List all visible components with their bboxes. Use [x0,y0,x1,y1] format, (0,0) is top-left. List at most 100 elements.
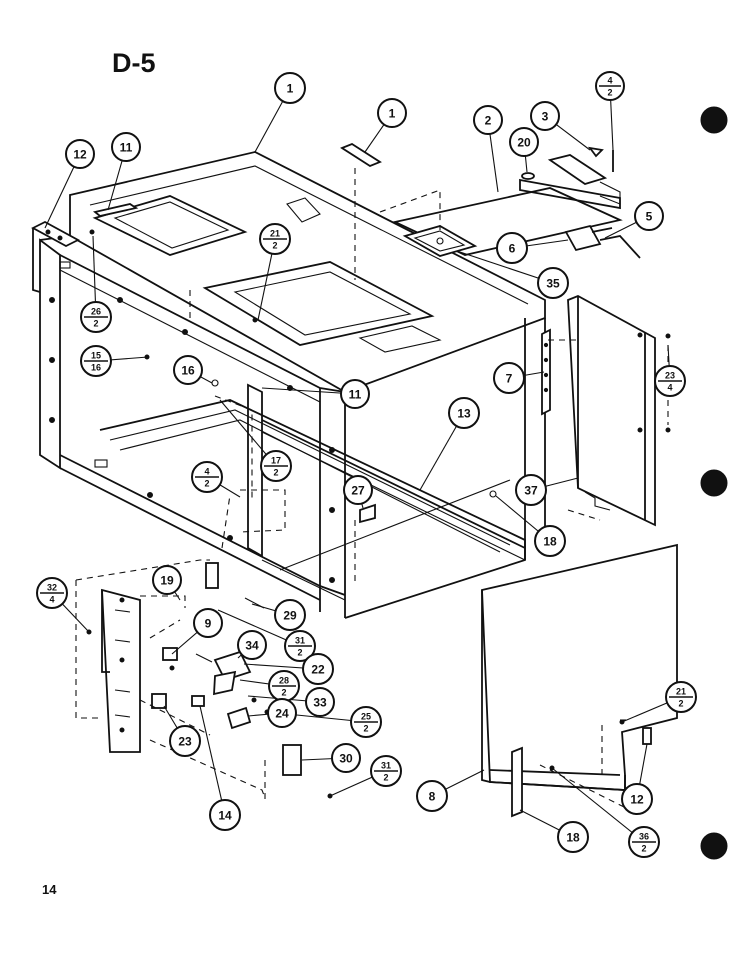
callout-circle [152,565,182,595]
callout-numerator: 31 [381,761,391,771]
leader-line [199,705,226,816]
callout-circle [537,267,569,299]
callout-label: 22 [311,663,325,677]
callout-c21-2b: 212 [665,681,697,713]
callout-denominator: 2 [93,319,98,329]
callout-c9: 9 [193,608,223,638]
assembly-lines [75,168,669,811]
callout-circle [515,474,547,506]
callout-c23: 23 [169,725,201,757]
binder-hole-bottom [700,832,728,860]
callout-numerator: 21 [676,687,686,697]
callout-c1b: 1 [377,98,407,128]
callout-c26-2: 262 [80,301,112,333]
callout-circle [509,127,539,157]
callout-circle [267,698,297,728]
callout-c4-2top: 42 [595,71,625,101]
callout-circle [305,687,335,717]
callout-denominator: 4 [667,383,672,393]
callout-denominator: 2 [607,88,612,98]
control-bracket [101,588,141,753]
callout-circle [534,525,566,557]
small-components [151,562,302,776]
callout-label: 14 [218,809,232,823]
callout-circle [340,379,370,409]
callout-c18a: 18 [534,525,566,557]
callout-circle [331,743,361,773]
callout-label: 20 [517,136,531,150]
callout-numerator: 21 [270,229,280,239]
callout-denominator: 2 [272,241,277,251]
callout-c18b: 18 [557,821,589,853]
callout-denominator: 2 [204,479,209,489]
callout-label: 33 [313,696,327,710]
callout-denominator: 2 [281,688,286,698]
callout-label: 37 [524,484,538,498]
leader-line [459,251,554,284]
callout-label: 11 [349,388,362,402]
callout-label: 5 [646,210,653,224]
callout-c36-2: 362 [628,826,660,858]
bracket-lower [511,746,523,818]
callout-c16: 16 [173,355,203,385]
callout-c1: 1 [274,72,306,104]
callout-label: 18 [566,831,580,845]
callout-circle [274,599,306,631]
callout-denominator: 4 [49,595,54,605]
callout-circle [473,105,503,135]
callout-label: 12 [73,148,87,162]
callout-circle [416,780,448,812]
callout-c11b: 11 [340,379,370,409]
callout-numerator: 4 [204,467,209,477]
callout-c4-2mid: 42 [191,461,223,493]
callout-denominator: 2 [678,699,683,709]
callout-c8: 8 [416,780,448,812]
callout-circle [493,362,525,394]
callout-label: 34 [245,639,259,653]
callout-label: 7 [506,372,513,386]
callout-label: 16 [181,364,195,378]
callout-label: 2 [485,114,492,128]
callout-label: 1 [389,107,396,121]
clip-part [340,142,382,168]
callout-label: 29 [283,609,297,623]
callout-circle [209,799,241,831]
callout-denominator: 2 [297,648,302,658]
callout-numerator: 25 [361,712,371,722]
callout-numerator: 23 [665,371,675,381]
callout-circle [343,475,373,505]
callout-c7: 7 [493,362,525,394]
callout-label: 8 [429,790,436,804]
callout-c5: 5 [634,201,664,231]
callout-numerator: 26 [91,307,101,317]
callout-c17-2: 172 [260,450,292,482]
callout-circle [169,725,201,757]
callout-denominator: 2 [273,468,278,478]
callout-c33: 33 [305,687,335,717]
callout-circle [237,630,267,660]
gasket-frame [402,225,478,257]
callout-label: 3 [542,110,549,124]
callout-c27: 27 [343,475,373,505]
callout-circle [173,355,203,385]
callout-label: 23 [178,735,192,749]
callout-label: 19 [160,574,174,588]
callout-circle [111,132,141,162]
callout-c30: 30 [331,743,361,773]
callout-label: 27 [351,484,365,498]
callout-c12b: 12 [621,783,653,815]
callout-circle [448,397,480,429]
callout-c11a: 11 [111,132,141,162]
callout-label: 1 [287,82,294,96]
callout-numerator: 36 [639,832,649,842]
callout-label: 12 [630,793,644,807]
callout-label: 13 [457,407,471,421]
small-clip-right [642,727,652,745]
callout-circle [274,72,306,104]
callout-label: 18 [543,535,557,549]
callout-circle [557,821,589,853]
callout-denominator: 2 [363,724,368,734]
callout-c31-2b: 312 [370,755,402,787]
